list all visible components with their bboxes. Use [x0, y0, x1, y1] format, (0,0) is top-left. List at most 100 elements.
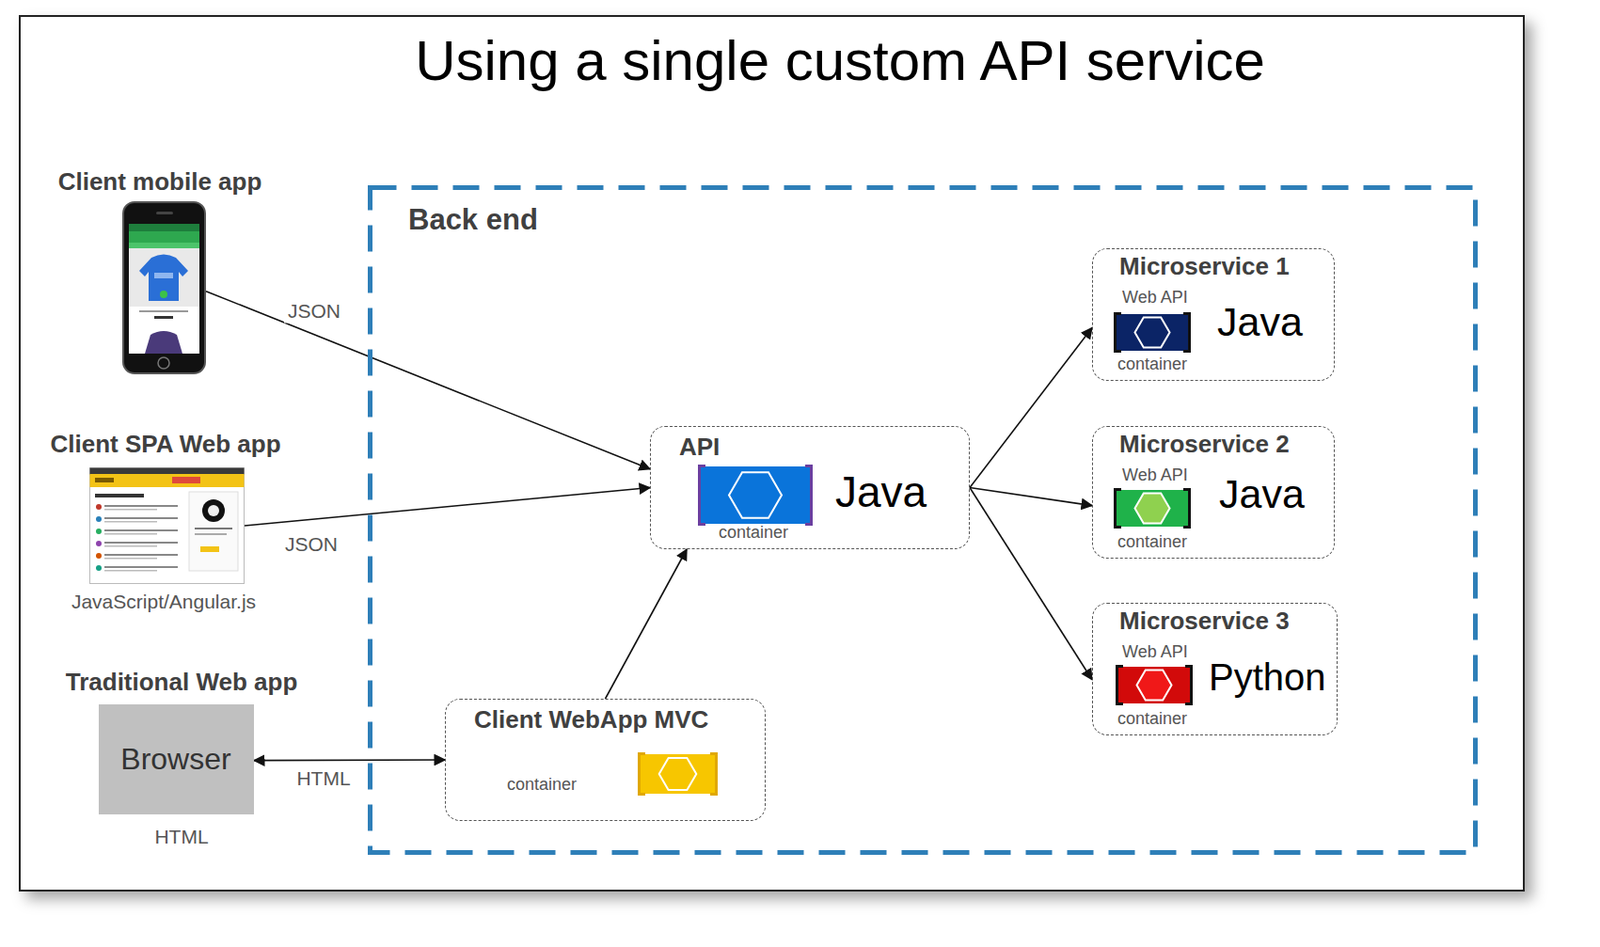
graphic-part — [95, 504, 102, 510]
graphic-part — [123, 202, 206, 374]
graphic-part — [1135, 493, 1171, 524]
spa-web-app: Client SPA Web appJavaScript/Angular.js — [89, 467, 245, 585]
graphic-part — [104, 508, 158, 511]
graphic-part — [128, 223, 200, 354]
graphic-part — [128, 242, 200, 249]
graphic-part — [95, 477, 114, 483]
graphic-part — [104, 541, 178, 544]
graphic-part — [1115, 314, 1123, 352]
graphic-part — [200, 546, 220, 553]
graphic-part — [156, 211, 174, 215]
mvc-webapp-box: Client WebApp MVC container — [444, 698, 766, 822]
connector — [969, 488, 1093, 681]
graphic-part — [104, 545, 158, 548]
graphic-part — [95, 516, 102, 523]
service-heading: Microservice 2 — [1119, 429, 1290, 460]
graphic-part — [640, 754, 715, 794]
graphic-part — [700, 466, 810, 524]
service-heading: API — [679, 432, 720, 462]
graphic-part — [1183, 490, 1190, 528]
graphic-part — [639, 754, 647, 795]
graphic-part — [194, 533, 227, 536]
graphic-part — [95, 565, 102, 571]
graphic-part — [728, 472, 782, 518]
graphic-part — [1116, 314, 1189, 351]
graphic-part — [189, 491, 238, 571]
graphic-part — [172, 476, 201, 484]
client-heading: Client mobile app — [58, 167, 263, 197]
graphic-part — [1116, 490, 1189, 527]
edge-label: HTML — [292, 766, 354, 791]
container-icon — [1115, 665, 1193, 706]
web-screenshot — [89, 467, 245, 588]
graphic-part — [1183, 314, 1190, 352]
microservice-box: Microservice 2Web APIJavacontainer — [1092, 426, 1335, 559]
container-label: container — [1117, 532, 1188, 554]
service-heading: Client WebApp MVC — [474, 705, 709, 735]
graphic-part — [1115, 490, 1123, 528]
graphic-part — [158, 357, 170, 369]
graphic-part — [139, 310, 189, 313]
graphic-part — [90, 468, 245, 476]
graphic-part — [104, 557, 158, 560]
container-label: container — [506, 775, 577, 796]
service-heading: Microservice 3 — [1119, 606, 1290, 636]
graphic-part — [95, 493, 144, 498]
diagram-title: Using a single custom API service — [414, 27, 1266, 96]
connector — [253, 759, 445, 761]
graphic-part — [95, 553, 102, 559]
container-label: container — [718, 522, 789, 544]
graphic-part — [89, 467, 245, 585]
graphic-part — [1118, 666, 1190, 704]
graphic-part — [637, 752, 718, 796]
connector — [244, 488, 650, 527]
region-outline — [367, 185, 1478, 856]
graphic-part — [144, 331, 183, 354]
container-label: container — [1117, 354, 1188, 376]
graphic-part — [154, 272, 174, 279]
graphic-part — [207, 505, 220, 517]
graphic-part — [104, 533, 158, 536]
graphic-part — [128, 248, 200, 307]
container-label: container — [1117, 709, 1188, 730]
graphic-part — [1135, 317, 1171, 349]
graphic-part — [122, 201, 206, 375]
graphic-part — [1113, 488, 1191, 529]
graphic-part — [104, 554, 178, 556]
language-label: Python — [1208, 654, 1327, 700]
container-icon — [697, 464, 813, 526]
service-type: Web API — [1122, 642, 1189, 664]
graphic-part — [104, 517, 178, 520]
language-label: Java — [1219, 470, 1305, 520]
microservice-box: Microservice 1Web APIJavacontainer — [1092, 248, 1335, 381]
graphic-part — [95, 528, 102, 535]
graphic-part — [1115, 665, 1193, 706]
tech-label: JavaScript/Angular.js — [71, 589, 256, 614]
graphic-part — [202, 499, 225, 523]
graphic-part — [104, 570, 158, 572]
edge-label: JSON — [281, 532, 342, 556]
region-heading: Back end — [408, 202, 539, 238]
graphic-part — [1185, 666, 1192, 705]
region-border — [370, 188, 1476, 854]
container-icon — [637, 752, 718, 796]
phone-illustration — [122, 201, 206, 379]
graphic-part — [95, 540, 102, 547]
graphic-part — [194, 527, 233, 530]
graphic-part — [159, 290, 168, 299]
language-label: Java — [1217, 298, 1303, 348]
graphic-part — [104, 521, 158, 523]
graphic-part — [154, 316, 174, 319]
format-label: HTML — [154, 824, 208, 849]
graphic-part — [697, 464, 813, 526]
microservice-box: Microservice 3 Web API Python container — [1092, 602, 1338, 736]
graphic-part — [1137, 670, 1173, 701]
api-gateway-box: API Java container — [649, 426, 970, 550]
client-heading: Client SPA Web app — [49, 429, 281, 460]
graphic-part — [805, 466, 812, 525]
language-label: Java — [835, 466, 927, 519]
mobile-app: Client mobile app — [122, 201, 206, 375]
container-icon — [1113, 488, 1191, 529]
graphic-part — [90, 468, 245, 585]
graphic-part — [710, 754, 717, 795]
